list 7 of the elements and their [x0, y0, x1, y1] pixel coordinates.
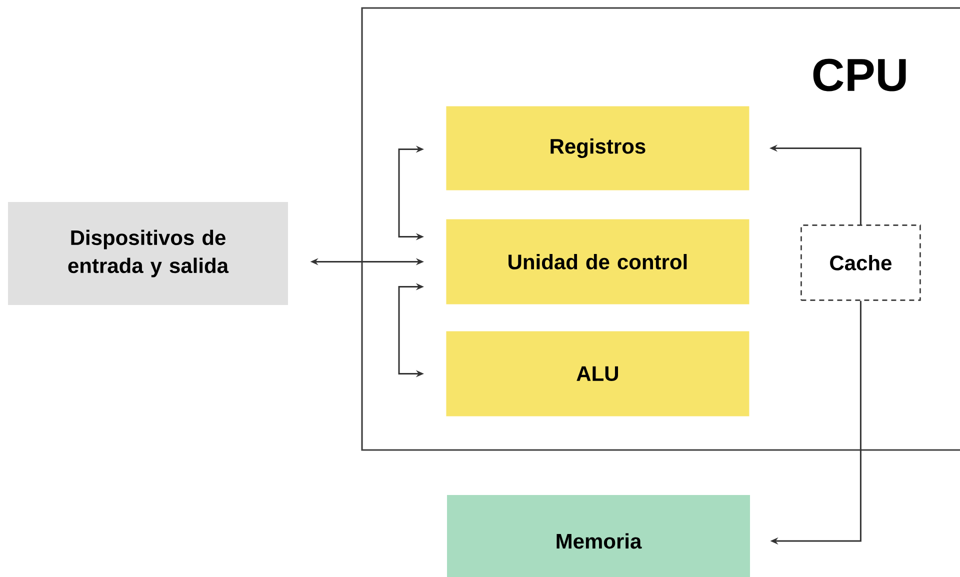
memory-box: Memoria — [447, 495, 750, 577]
cpu-title: CPU — [813, 58, 906, 92]
process-box: Registros — [446, 106, 750, 190]
cache-box: Cache — [800, 224, 921, 301]
process-box: Unidad de control — [446, 219, 750, 304]
process-box: ALU — [446, 331, 750, 416]
device-box: Dispositivos de entrada y salida — [8, 202, 288, 305]
